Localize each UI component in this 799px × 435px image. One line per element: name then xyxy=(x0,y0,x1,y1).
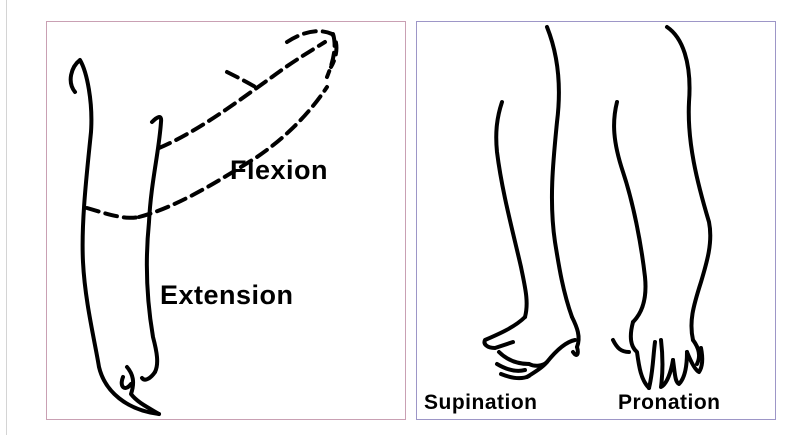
pronated-arm-outline xyxy=(613,27,710,388)
extension-label: Extension xyxy=(160,280,294,311)
flexion-extension-illustration xyxy=(47,22,405,419)
supinated-arm-outline xyxy=(484,27,578,378)
extended-arm-outline xyxy=(71,60,161,414)
pronation-label: Pronation xyxy=(618,391,721,415)
flexion-label: Flexion xyxy=(230,155,328,186)
flexed-forearm-outline xyxy=(87,31,336,218)
supination-pronation-panel: Supination Pronation xyxy=(416,21,776,420)
page-left-border xyxy=(6,0,7,435)
supination-pronation-illustration xyxy=(417,22,775,419)
flexion-extension-panel: Flexion Extension xyxy=(46,21,406,420)
supination-label: Supination xyxy=(424,391,538,415)
